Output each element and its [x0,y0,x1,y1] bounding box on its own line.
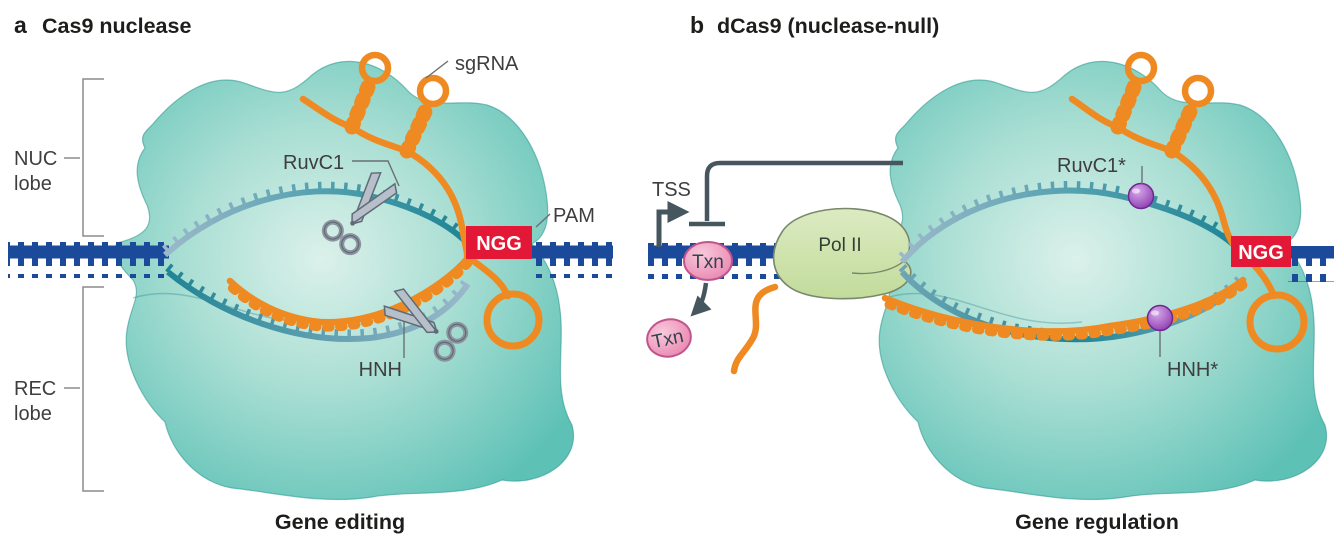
pam-leader-line [535,213,551,228]
target-strand-a [165,263,472,342]
dcas9-protein-blob [867,60,1328,501]
inactive-site-dot-ruvc1 [1127,182,1155,210]
displaced-strand-a [161,181,470,258]
rec-lobe-label-line1: REC [14,378,56,400]
pam-site-label: NGG [476,233,522,255]
dna-ladder [8,242,613,278]
sgrna-a [225,51,543,350]
displaced-strand-b [898,181,1239,264]
ruvc1-leader-line [352,160,400,187]
pam-label: PAM [553,205,595,227]
panel-b-caption: Gene regulation [1015,510,1179,534]
hnh-mut-label: HNH* [1167,359,1218,381]
nuc-lobe-label-line1: NUC [14,148,57,170]
pam-site-label: NGG [1238,242,1284,264]
nuc-lobe-bracket [64,78,104,237]
pam-site-box [466,226,532,259]
panel-b-title: dCas9 (nuclease-null) [717,14,939,38]
pam-site-box [1231,236,1291,267]
inhibition-arrow [689,160,903,227]
scissors-icon [383,288,469,362]
nuc-lobe-label-line2: lobe [14,173,52,195]
sgrna-leader-line [425,60,449,79]
txn-factor-bound [683,241,733,281]
panel-a-marker: a [14,12,27,38]
pol2-label: Pol II [818,235,861,256]
rec-lobe-inner-line-b [885,292,1083,324]
tss-arrow-icon [656,200,690,247]
txn-factor-released [646,318,692,358]
rec-lobe-label-line2: lobe [14,403,52,425]
txn-bound-label: Txn [692,252,724,273]
hnh-label: HNH [359,359,402,381]
rec-lobe-bracket [64,286,104,492]
panel-b-marker: b [690,12,704,38]
tss-label: TSS [652,179,691,201]
ruvc1-mut-label: RuvC1* [1057,155,1126,177]
nascent-rna-squiggle [730,283,779,375]
sgrna-label: sgRNA [455,53,519,75]
inactive-site-dot-hnh [1146,304,1174,332]
scissors-icon [321,171,398,256]
ruvc1-label: RuvC1 [283,152,344,174]
panel-a-caption: Gene editing [275,510,405,534]
panel-a-title: Cas9 nuclease [42,14,191,38]
release-arrow [690,282,712,317]
